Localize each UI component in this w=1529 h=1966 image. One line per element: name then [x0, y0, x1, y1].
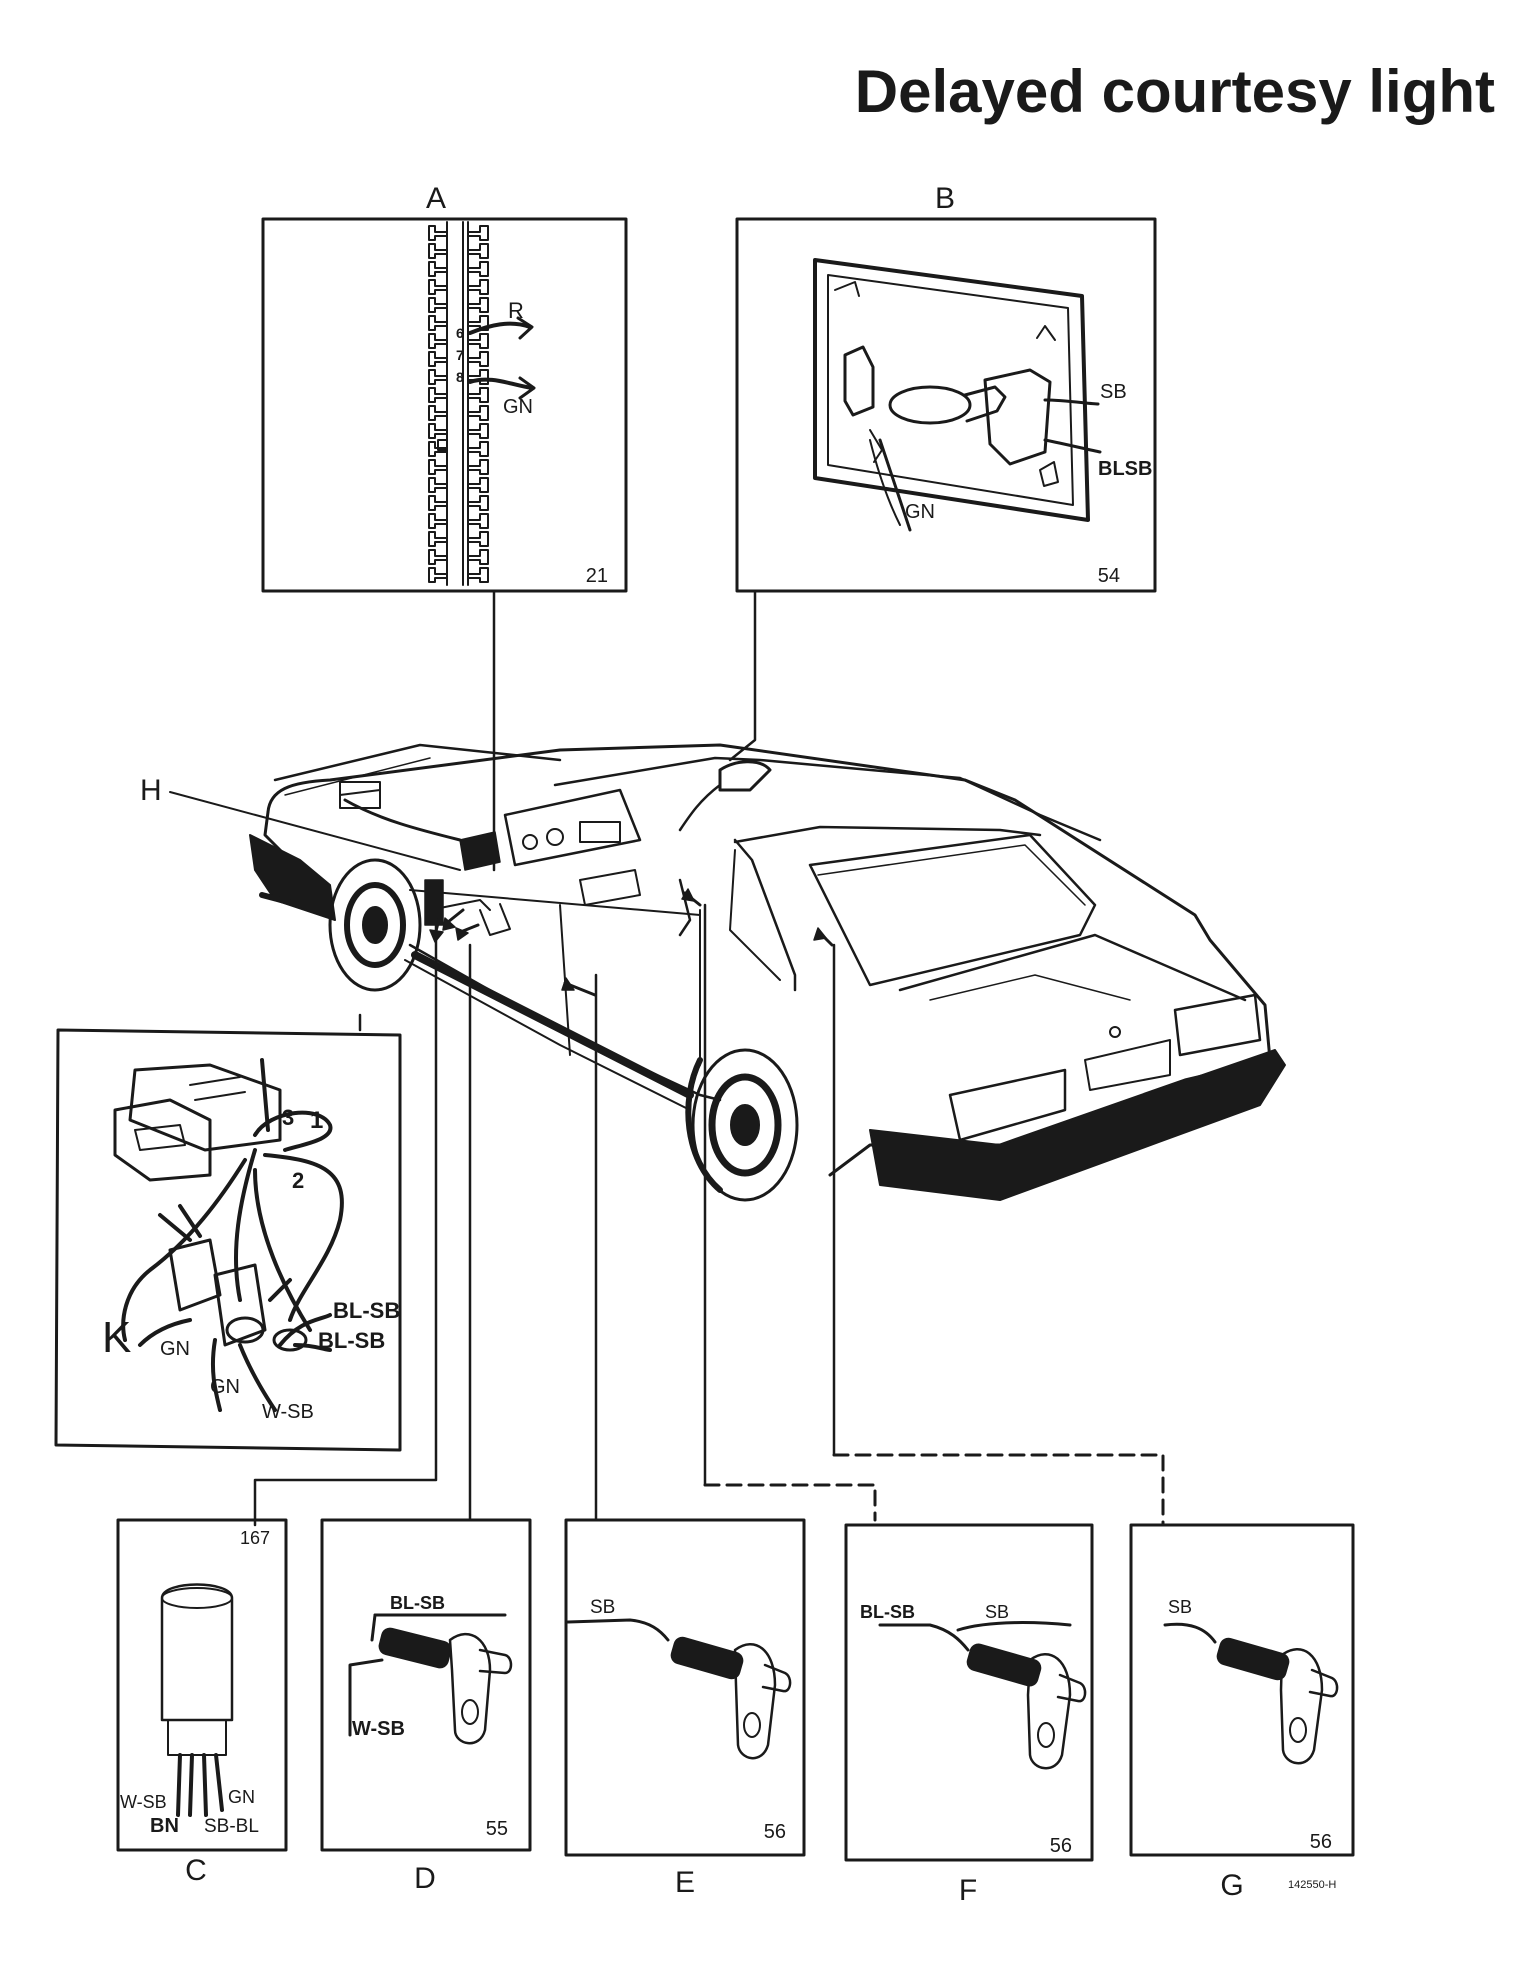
- panel-e-number: 56: [764, 1821, 786, 1843]
- relay-pin-1-label: 1: [310, 1107, 323, 1134]
- panel-a-number: 21: [586, 565, 608, 587]
- relay-wire-gn-2: GN: [210, 1376, 240, 1398]
- panel-c-relay: 167 W-SB BN SB-BL GN C: [116, 1518, 288, 1887]
- pin-7-label: 7: [456, 347, 464, 363]
- wire-gn-label: GN: [905, 501, 935, 523]
- panel-a-letter: A: [426, 182, 446, 215]
- pin-6-label: 6: [456, 325, 464, 341]
- wire-gn-label: GN: [503, 396, 533, 418]
- panel-e-door-switch: 56 SB E: [564, 1518, 806, 1899]
- page-title: Delayed courtesy light: [855, 58, 1495, 125]
- panel-g-door-switch: 56 SB G: [1129, 1523, 1355, 1902]
- relay-pin-2-label: 2: [292, 1168, 304, 1193]
- relay-c-bn-label: BN: [150, 1815, 179, 1837]
- panel-f-door-switch: 56 BL-SB SB F: [844, 1523, 1094, 1907]
- panel-relay-detail: 1 3 2 BL-SB BL-SB GN GN W-SB K: [54, 1028, 402, 1452]
- panel-b-courtesy-lamp: B 54 SB BLSB GN: [735, 182, 1157, 593]
- panel-g-letter: G: [1220, 1869, 1243, 1902]
- panel-b-letter: B: [935, 182, 955, 215]
- wire-r-label: R: [508, 298, 524, 323]
- switch-g-sb-label: SB: [1168, 1597, 1192, 1617]
- relay-c-gn-label: GN: [228, 1787, 255, 1807]
- panel-c-letter: C: [185, 1854, 207, 1887]
- leader-lines: [253, 589, 1165, 1527]
- relay-c-sbbl-label: SB-BL: [204, 1816, 259, 1837]
- panel-f-number: 56: [1050, 1835, 1072, 1857]
- relay-wire-gn-1: GN: [160, 1338, 190, 1360]
- relay-wire-wsb: W-SB: [262, 1401, 314, 1423]
- callout-h-label: H: [140, 774, 162, 807]
- relay-pin-3-label: 3: [282, 1105, 294, 1130]
- switch-f-blsb-label: BL-SB: [860, 1602, 915, 1622]
- relay-wire-blsb-1: BL-SB: [333, 1298, 400, 1323]
- pin-8-label: 8: [456, 369, 464, 385]
- relay-wire-blsb-2: BL-SB: [318, 1328, 385, 1353]
- fuse-strip-illustration: [428, 221, 489, 586]
- panel-g-number: 56: [1310, 1831, 1332, 1853]
- panel-d-number: 55: [486, 1818, 508, 1840]
- car-illustration: H: [140, 743, 1286, 1202]
- panel-d-letter: D: [414, 1862, 436, 1895]
- panel-a-fuse-box: A 21: [261, 182, 628, 593]
- document-code: 142550-H: [1288, 1879, 1336, 1891]
- panel-c-number: 167: [240, 1528, 270, 1548]
- panel-b-number: 54: [1098, 565, 1120, 587]
- panel-f-letter: F: [959, 1874, 977, 1907]
- panel-d-door-switch: 55 BL-SB W-SB D: [320, 1518, 532, 1895]
- relay-c-wsb-label: W-SB: [120, 1792, 167, 1812]
- switch-d-blsb-label: BL-SB: [390, 1593, 445, 1613]
- switch-e-sb-label: SB: [590, 1597, 615, 1618]
- relay-k-label: K: [102, 1313, 131, 1362]
- panel-e-letter: E: [675, 1866, 695, 1899]
- switch-d-wsb-label: W-SB: [352, 1718, 405, 1740]
- switch-f-sb-label: SB: [985, 1602, 1009, 1622]
- wire-sb-label: SB: [1100, 381, 1127, 403]
- wire-blsb-label: BLSB: [1098, 458, 1152, 480]
